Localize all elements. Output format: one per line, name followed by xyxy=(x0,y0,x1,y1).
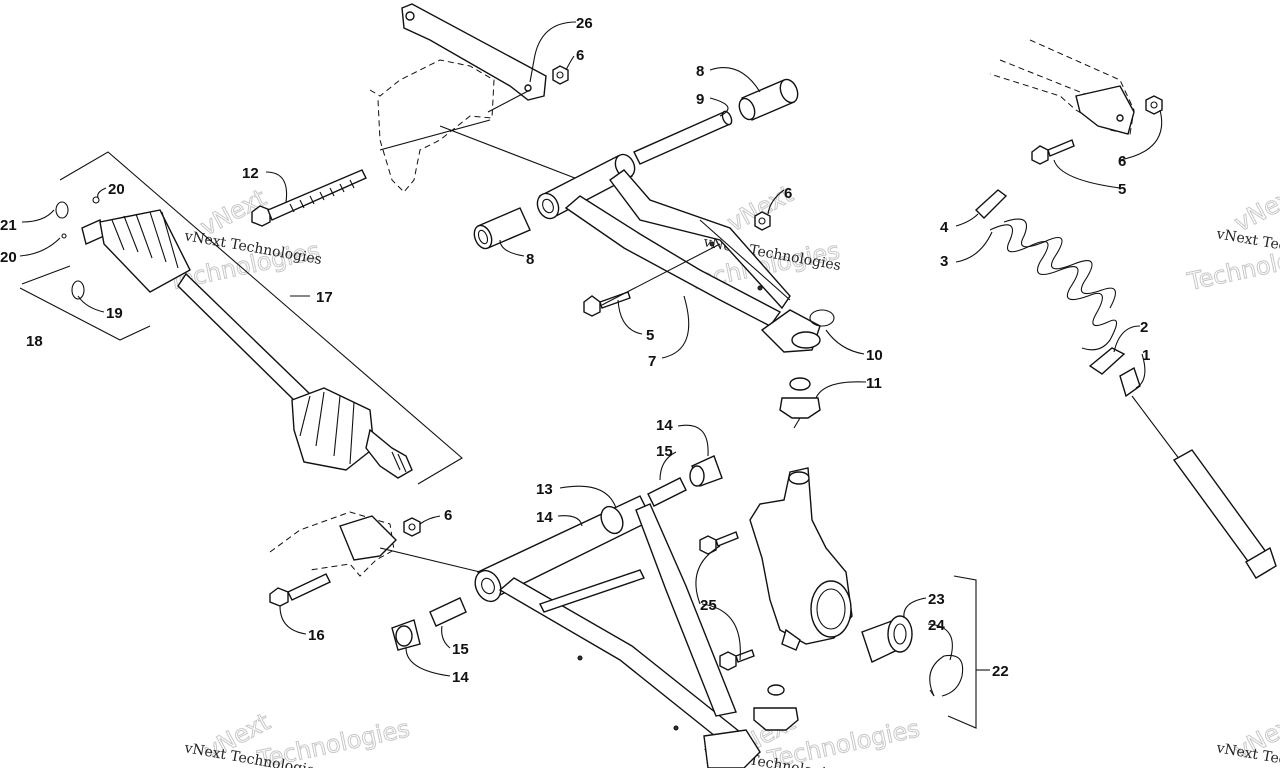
callout-14: 14 xyxy=(536,509,553,526)
part-6-nut-top xyxy=(552,65,569,85)
leader-lines xyxy=(19,21,1163,677)
callout-19: 19 xyxy=(106,305,123,322)
part-23-wheel-bearing xyxy=(861,615,913,663)
callout-18: 18 xyxy=(26,333,43,350)
part-11-ball-joint-upper xyxy=(779,377,821,429)
watermark-bottom-right: vNext vNext Technologies xyxy=(1214,707,1280,768)
part-21-ring xyxy=(55,201,69,219)
part-14-bushing-top xyxy=(689,455,723,487)
part-24-snap-ring xyxy=(929,654,964,697)
callout-9: 9 xyxy=(696,91,704,108)
callout-14: 14 xyxy=(452,669,469,686)
part-13-lower-a-arm xyxy=(474,495,761,768)
callout-5: 5 xyxy=(646,327,654,344)
callout-6: 6 xyxy=(576,47,584,64)
part-7-upper-a-arm xyxy=(536,153,821,353)
part-16-bolt xyxy=(269,573,331,607)
part-14-bushing-bottom xyxy=(391,619,421,651)
part-9-sleeve xyxy=(633,110,733,165)
callout-26: 26 xyxy=(576,15,593,32)
ball-joint-lower xyxy=(753,684,799,731)
part-15-sleeve-bottom xyxy=(429,597,467,627)
part-15-sleeve-top xyxy=(647,477,687,507)
callout-5: 5 xyxy=(1118,181,1126,198)
callout-6: 6 xyxy=(784,185,792,202)
part-25-bolts xyxy=(699,531,755,671)
callout-10: 10 xyxy=(866,347,883,364)
part-4-spring-retainer xyxy=(974,189,1008,219)
steering-knuckle xyxy=(749,467,853,651)
part-17-drive-axle xyxy=(59,151,463,485)
part-5-bolt-right xyxy=(1031,139,1075,165)
callout-23: 23 xyxy=(928,591,945,608)
frame-bracket-right xyxy=(989,39,1135,135)
callout-3: 3 xyxy=(940,253,948,270)
part-2-spring-seat xyxy=(1088,347,1126,375)
part-12-long-bolt xyxy=(251,169,367,227)
part-18-bracket-lines xyxy=(19,265,151,341)
callout-21: 21 xyxy=(0,217,17,234)
part-10-circlip xyxy=(809,309,835,327)
callout-15: 15 xyxy=(452,641,469,658)
part-8-bushing-left xyxy=(473,207,531,250)
callout-24: 24 xyxy=(928,617,945,634)
part-26-bracket xyxy=(369,3,581,193)
callout-7: 7 xyxy=(648,353,656,370)
callout-8: 8 xyxy=(526,251,534,268)
part-8-bushing-top xyxy=(738,78,799,121)
part-20-clip-bottom xyxy=(61,233,67,239)
part-6-nut-upper-arm xyxy=(754,211,771,231)
watermark-right: vNext Technologies vNext Technologies xyxy=(1184,179,1280,296)
callout-20: 20 xyxy=(108,181,125,198)
callout-4: 4 xyxy=(940,219,949,236)
callout-22: 22 xyxy=(992,663,1009,680)
callout-15: 15 xyxy=(656,443,673,460)
part-5-bolt-upper-arm xyxy=(583,243,721,317)
callout-17: 17 xyxy=(316,289,333,306)
callout-20: 20 xyxy=(0,249,17,266)
callout-25: 25 xyxy=(700,597,717,614)
callout-labels: 26 6 8 9 12 20 21 20 19 18 17 6 8 5 7 10… xyxy=(0,15,1150,686)
callout-13: 13 xyxy=(536,481,553,498)
callout-8: 8 xyxy=(696,63,704,80)
callout-12: 12 xyxy=(242,165,259,182)
callout-14: 14 xyxy=(656,417,673,434)
part-1-shock-absorber xyxy=(1119,366,1277,579)
part-20-clip-top xyxy=(92,196,100,204)
part-6-nut-lower xyxy=(403,517,421,537)
callout-6: 6 xyxy=(1118,153,1126,170)
callout-6: 6 xyxy=(444,507,452,524)
part-6-nut-right xyxy=(1145,95,1163,115)
part-19-circlip xyxy=(71,280,85,300)
frame-bracket-lower xyxy=(269,511,481,577)
callout-16: 16 xyxy=(308,627,325,644)
callout-11: 11 xyxy=(866,375,882,392)
callout-1: 1 xyxy=(1142,347,1150,364)
part-22-bracket-lines xyxy=(947,575,977,729)
part-3-coil-spring xyxy=(989,218,1118,351)
watermark-bottom-left: vNext Technologies vNext Technologies xyxy=(182,707,412,768)
callout-2: 2 xyxy=(1140,319,1148,336)
